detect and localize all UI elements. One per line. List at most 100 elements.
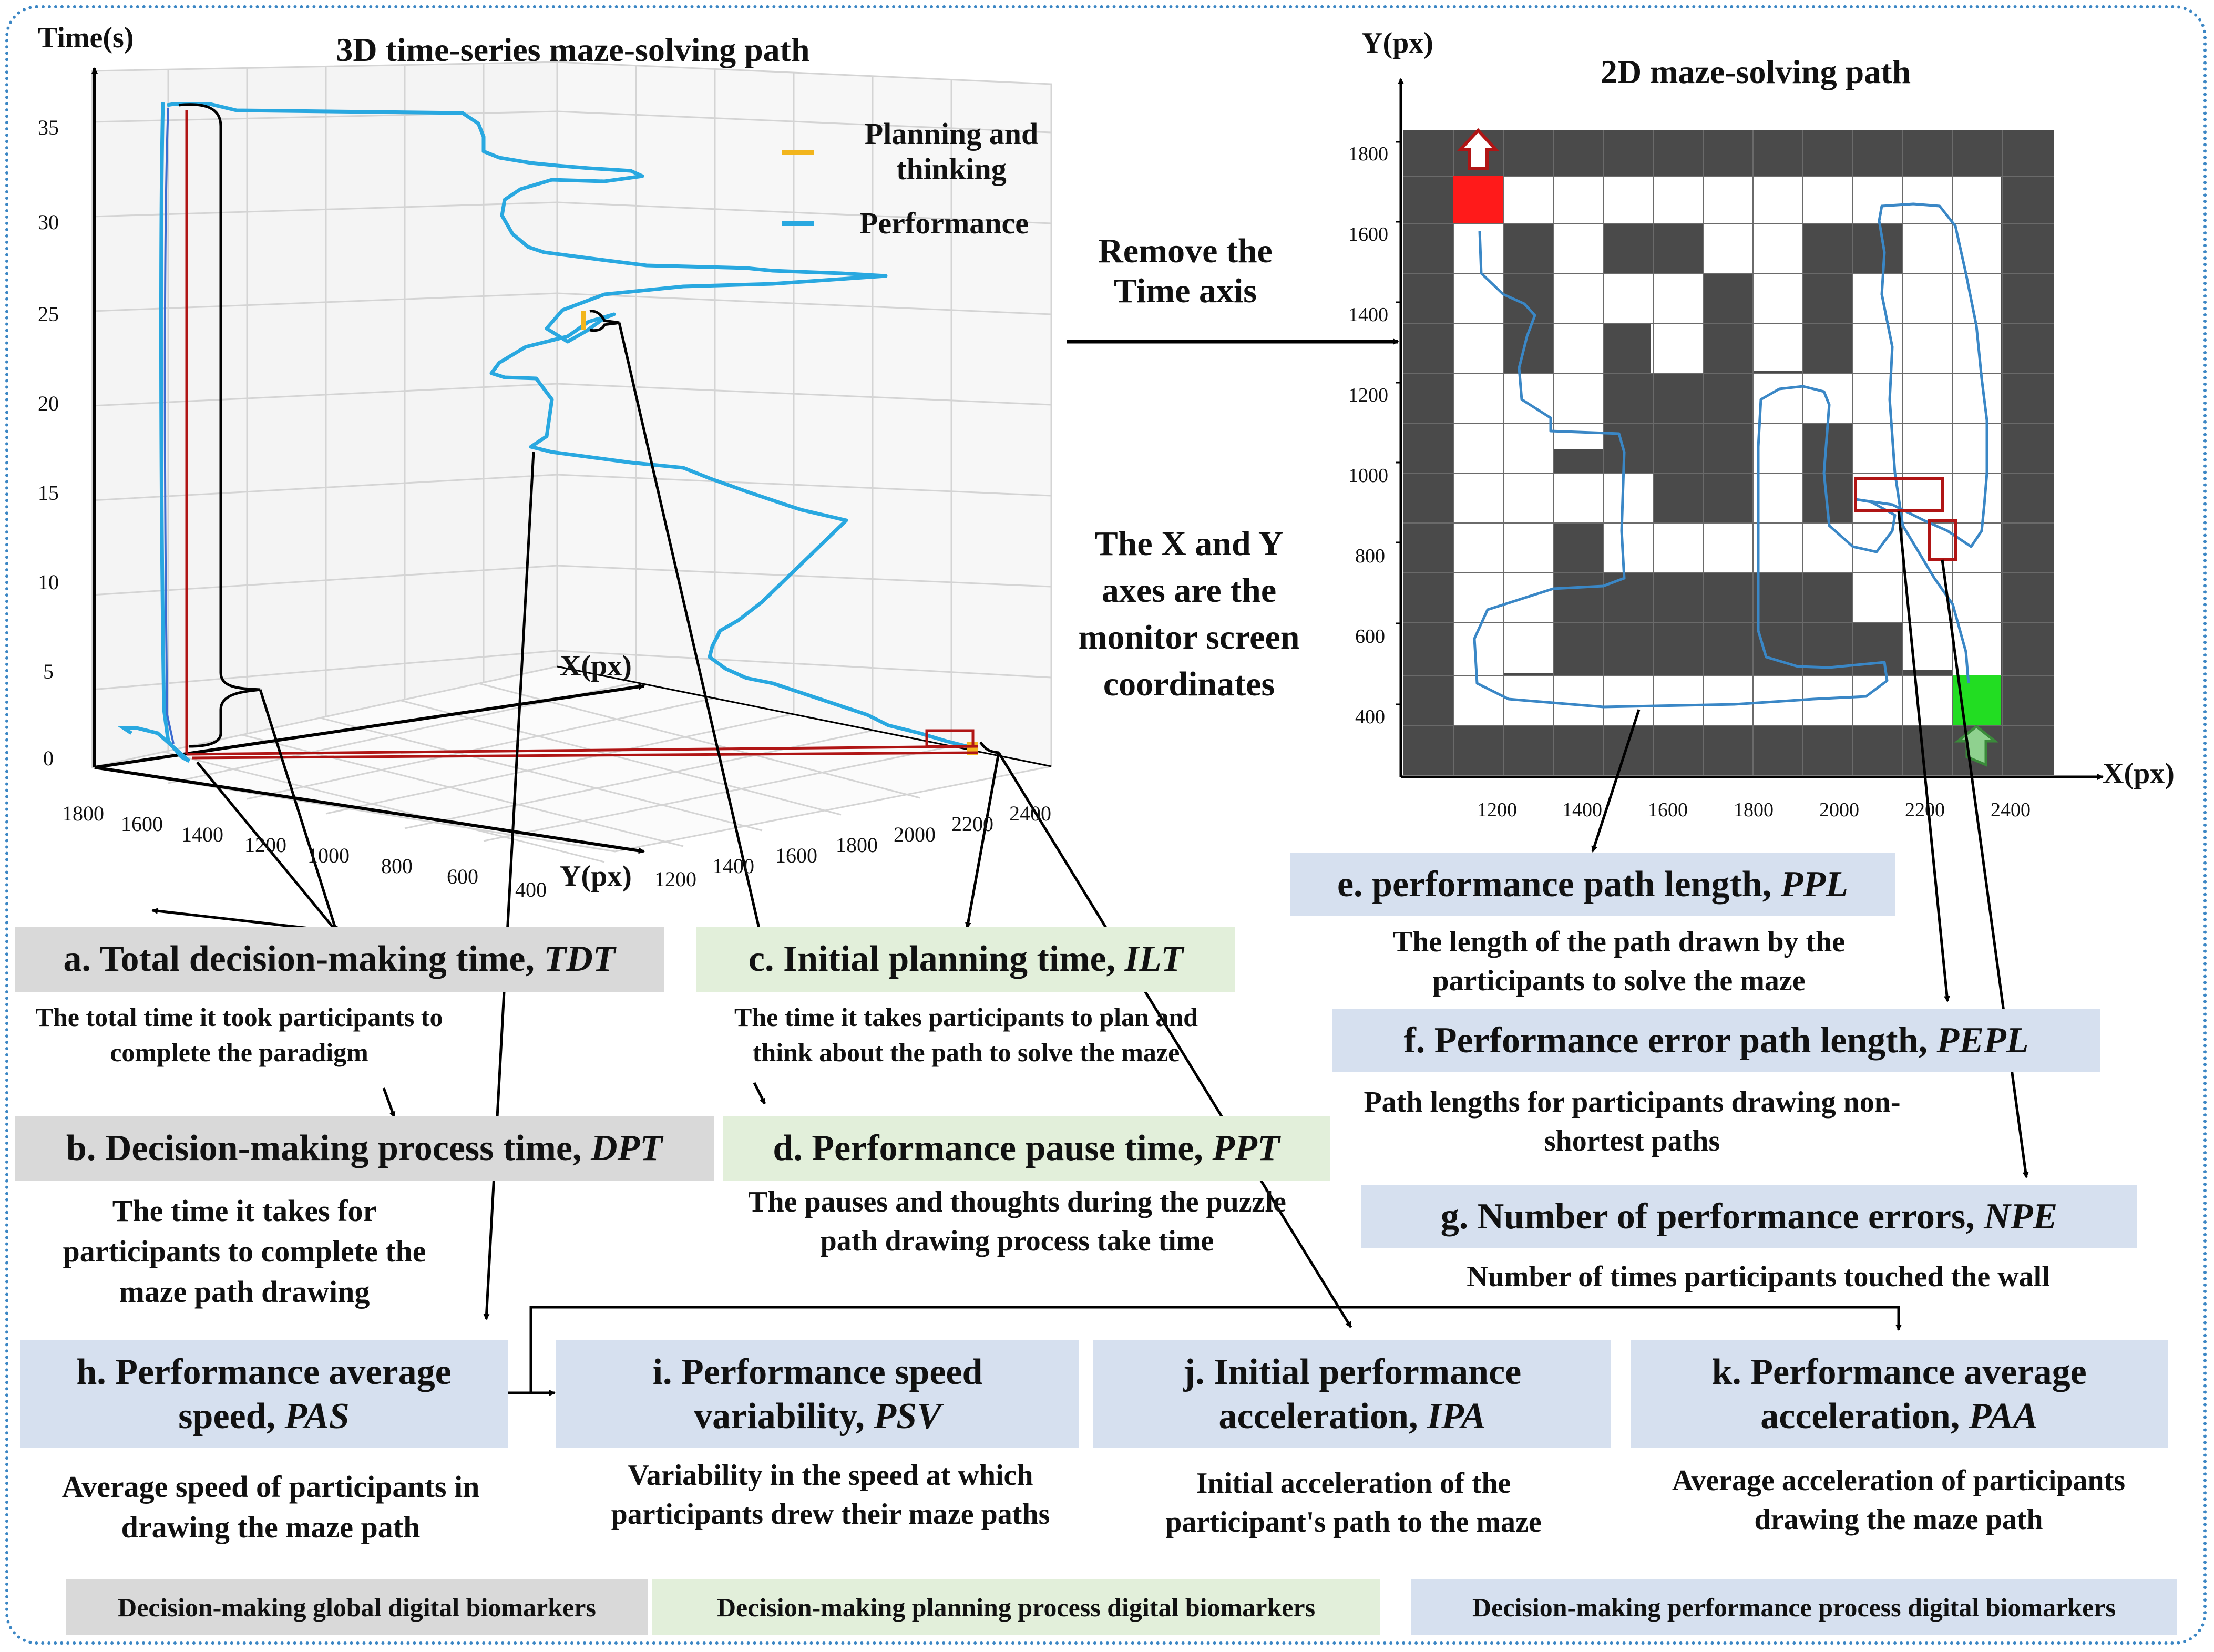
y-tick: 1000: [308, 844, 350, 867]
biomarker-c-abbr: ILT: [1124, 939, 1184, 979]
legend-swatch-performance: [782, 221, 814, 226]
biomarker-e-label: e. performance path length,: [1337, 864, 1781, 905]
plot2d-x-axis-label: X(px): [2103, 757, 2175, 790]
biomarker-b-abbr: DPT: [591, 1128, 663, 1168]
biomarker-h-desc: Average speed of participants in drawing…: [62, 1470, 480, 1545]
legend-planning: Decision-making planning process digital…: [652, 1579, 1380, 1635]
leader-lines-2d: [1591, 510, 2029, 1178]
legend-performance: Decision-making performance process digi…: [1411, 1579, 2177, 1635]
x-tick: 1800: [836, 833, 878, 857]
y3d-axis-label: Y(px): [560, 860, 632, 892]
x2d-tick: 1400: [1562, 799, 1602, 821]
biomarker-d-abbr: PPT: [1212, 1128, 1280, 1168]
legend-label-performance: Performance: [859, 206, 1029, 240]
biomarker-g-abbr: NPE: [1984, 1196, 2058, 1237]
y2d-tick: 1200: [1348, 384, 1388, 406]
time-axis-label: Time(s): [38, 22, 134, 54]
biomarker-g-box: g. Number of performance errors, NPE: [1361, 1185, 2137, 1248]
biomarker-c-desc: The time it takes participants to plan a…: [734, 1002, 1198, 1067]
biomarker-j-label: j. Initial performance acceleration,: [1183, 1351, 1522, 1436]
maze-solution-path: [1473, 202, 1988, 709]
biomarker-i-abbr: PSV: [874, 1396, 941, 1436]
plot2d-ticks: [1396, 141, 1401, 705]
time-tick: 15: [38, 481, 59, 505]
time-tick: 0: [43, 746, 54, 770]
x2d-tick: 1200: [1477, 799, 1517, 821]
x-tick: 1200: [654, 867, 696, 891]
biomarker-a-label: a. Total decision-making time,: [63, 939, 544, 979]
biomarker-a-abbr: TDT: [544, 939, 616, 979]
x-tick: 1400: [712, 854, 754, 878]
biomarker-i-label: i. Performance speed variability,: [652, 1351, 983, 1436]
blue-vertical-line: [163, 107, 175, 744]
y-tick: 600: [447, 865, 478, 888]
remove-time-text: Remove the Time axis: [1098, 232, 1273, 310]
time-tick: 25: [38, 302, 59, 326]
biomarker-b-desc: The time it takes for participants to co…: [63, 1194, 426, 1309]
legend-label-planning: Planning and thinking: [864, 117, 1039, 186]
planning-marker-1: [581, 311, 586, 330]
y-tick: 1600: [121, 812, 163, 836]
biomarker-h-label: h. Performance average speed,: [76, 1351, 452, 1436]
xy-note-text: The X and Y axes are the monitor screen …: [1078, 525, 1300, 704]
biomarker-i-desc: Variability in the speed at which partic…: [611, 1459, 1050, 1531]
biomarker-h-abbr: PAS: [284, 1396, 350, 1436]
maze-2d: [1403, 128, 2054, 775]
x-tick: 1600: [775, 844, 817, 867]
biomarker-e-box: e. performance path length, PPL: [1290, 853, 1895, 916]
y-tick: 400: [515, 878, 547, 901]
y2d-tick: 1400: [1348, 304, 1388, 326]
performance-path-3d: [167, 102, 979, 753]
y2d-tick: 1000: [1348, 465, 1388, 487]
biomarker-e-desc: The length of the path drawn by the part…: [1392, 926, 1846, 998]
y-tick: 1200: [244, 833, 286, 857]
biomarker-f-box: f. Performance error path length, PEPL: [1332, 1009, 2100, 1072]
biomarker-c-box: c. Initial planning time, ILT: [696, 927, 1235, 992]
maze-start-arrow: [1457, 128, 1500, 170]
time-tick: 35: [38, 116, 59, 139]
figure-border: [5, 5, 2207, 1645]
biomarker-j-box: j. Initial performance acceleration, IPA: [1093, 1340, 1611, 1448]
legend-swatch-planning: [782, 150, 814, 155]
time-tick: 10: [38, 570, 59, 594]
legend-global: Decision-making global digital biomarker…: [66, 1579, 648, 1635]
biomarker-f-abbr: PEPL: [1936, 1020, 2029, 1061]
maze-start-cell: [1453, 176, 1503, 223]
plot3d-title: 3D time-series maze-solving path: [336, 31, 810, 68]
biomarker-d-box: d. Performance pause time, PPT: [723, 1116, 1330, 1181]
y2d-tick: 1800: [1348, 143, 1388, 165]
time-tick: 20: [38, 392, 59, 415]
biomarker-a-box: a. Total decision-making time, TDT: [15, 927, 664, 992]
biomarker-j-abbr: IPA: [1427, 1396, 1486, 1436]
red-guide-lines: [185, 110, 978, 760]
plot2d-y-axis-label: Y(px): [1361, 27, 1433, 59]
brace-total-time: [178, 103, 261, 748]
biomarker-f-label: f. Performance error path length,: [1403, 1020, 1937, 1061]
y-tick: 1400: [181, 823, 223, 846]
plot2d-title: 2D maze-solving path: [1600, 53, 1911, 90]
x3d-axis-label: X(px): [560, 650, 632, 682]
maze-grid: [1403, 130, 2054, 775]
x-tick: 2000: [894, 823, 936, 846]
plot2d-axes: [1398, 78, 2104, 780]
y2d-tick: 800: [1355, 545, 1385, 567]
y2d-tick: 1600: [1348, 223, 1388, 245]
time-tick: 5: [43, 660, 54, 683]
biomarker-i-box: i. Performance speed variability, PSV: [556, 1340, 1079, 1448]
time-tick: 30: [38, 210, 59, 234]
biomarker-f-desc: Path lengths for participants drawing no…: [1364, 1086, 1901, 1158]
x2d-tick: 1800: [1734, 799, 1774, 821]
biomarker-k-desc: Average acceleration of participants dra…: [1672, 1464, 2126, 1536]
biomarker-j-desc: Initial acceleration of the participant'…: [1165, 1467, 1542, 1539]
y2d-tick: 600: [1355, 625, 1385, 648]
biomarker-e-abbr: PPL: [1780, 864, 1849, 905]
x-tick: 2400: [1009, 802, 1051, 825]
biomarker-b-label: b. Decision-making process time,: [66, 1128, 591, 1168]
x2d-tick: 2400: [1991, 799, 2031, 821]
performance-path-3d-bottom: [117, 102, 191, 763]
brace-pause: [979, 741, 999, 754]
biomarker-a-desc: The total time it took participants to c…: [35, 1002, 443, 1067]
y-tick: 800: [381, 854, 413, 878]
